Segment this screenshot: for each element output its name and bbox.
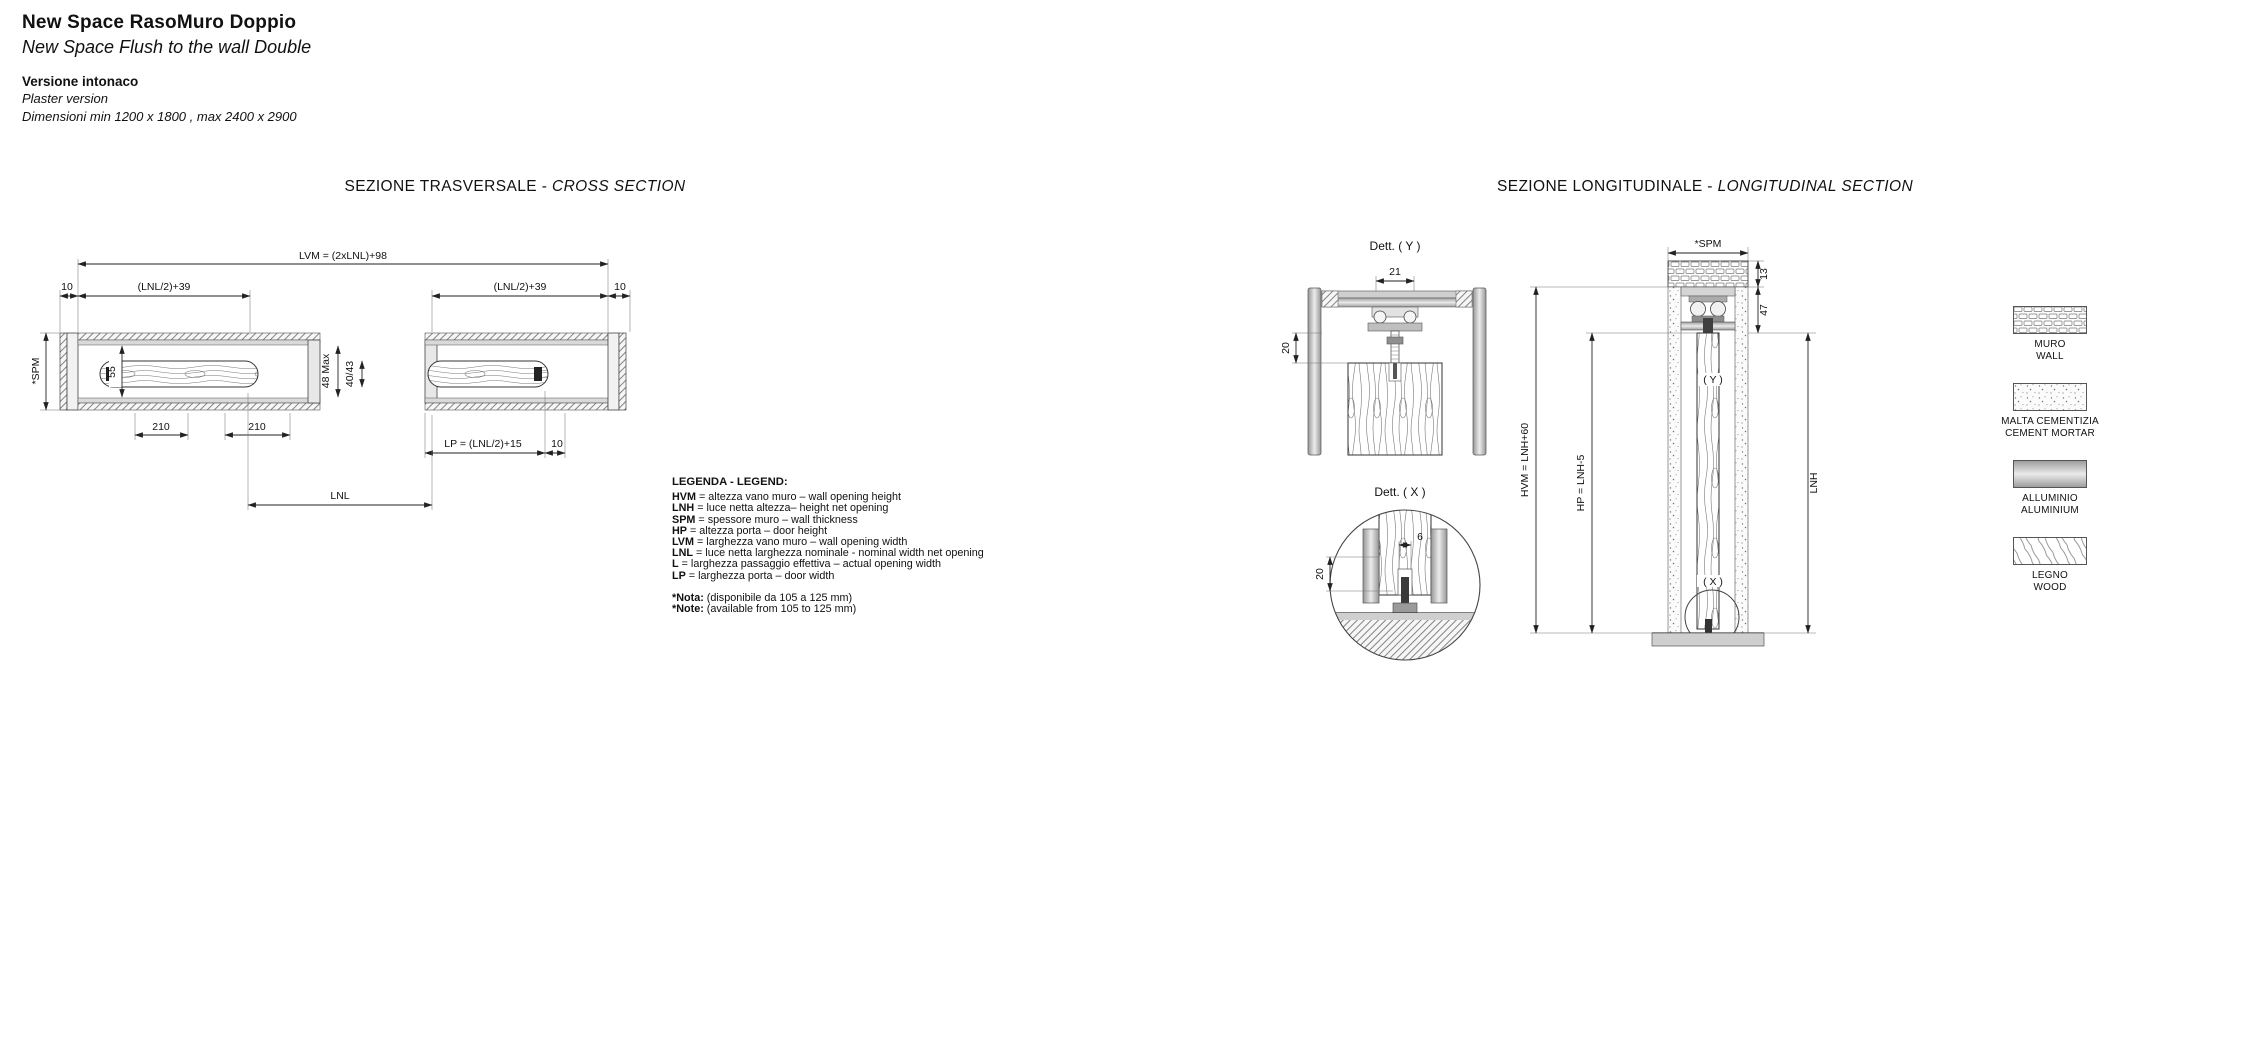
material-item-wall: MURO WALL xyxy=(1968,306,2132,363)
detail-x: Dett. ( X ) 6 20 xyxy=(1314,485,1481,661)
lintel-wall xyxy=(1667,260,1749,288)
dim-label-spm-long: *SPM xyxy=(1695,238,1722,250)
material-label-it: MURO xyxy=(2034,339,2066,350)
dim-label-20-y: 20 xyxy=(1280,342,1292,354)
dim-label-20-x: 20 xyxy=(1314,568,1326,580)
longitudinal-section-drawing: Dett. ( Y ) 21 xyxy=(1280,238,1820,661)
dim-label-4043: 40/43 xyxy=(344,361,356,387)
page-subtitle: New Space Flush to the wall Double xyxy=(22,37,312,57)
legend-block: LEGENDA - LEGEND: HVM = altezza vano mur… xyxy=(672,476,984,616)
dim-label-10-left: 10 xyxy=(61,281,73,293)
dim-label-21: 21 xyxy=(1389,266,1401,278)
dim-label-hvm: HVM = LNH+60 xyxy=(1519,423,1531,497)
legend-item: LNH = luce netta altezza– height net ope… xyxy=(672,502,889,515)
detail-y-title: Dett. ( Y ) xyxy=(1370,239,1421,253)
legend-nota-it: *Nota: (disponibile da 105 a 125 mm) xyxy=(672,591,853,604)
legend-item: LVM = larghezza vano muro – wall opening… xyxy=(672,536,908,549)
material-item-aluminium: ALLUMINIO ALUMINIUM xyxy=(1968,460,2132,517)
dim-label-half-right: (LNL/2)+39 xyxy=(494,281,547,293)
dim-label-47: 47 xyxy=(1758,304,1770,316)
material-label-en: WOOD xyxy=(2033,582,2067,593)
cross-section-drawing: LVM = (2xLNL)+98 10 (LNL/2)+39 (LNL/2)+3… xyxy=(30,250,631,510)
main-vertical-section: *SPM ( Y ) ( X ) xyxy=(1519,238,1820,647)
material-label-en: WALL xyxy=(2036,351,2064,362)
aluminium-swatch-icon xyxy=(2013,460,2087,488)
wood-swatch-icon xyxy=(2013,537,2087,565)
right-pocket-structure xyxy=(424,332,627,411)
dim-label-10-lp: 10 xyxy=(551,438,563,450)
dim-label-210-a: 210 xyxy=(152,421,170,433)
page-title: New Space RasoMuro Doppio xyxy=(22,12,297,33)
roller-wheel xyxy=(1373,310,1387,324)
material-label-it: LEGNO xyxy=(2031,570,2068,581)
legend-item: LNL = luce netta larghezza nominale - no… xyxy=(672,547,984,560)
left-pocket-structure xyxy=(59,332,321,411)
main-floor-guide xyxy=(1705,619,1712,633)
material-label-en: CEMENT MORTAR xyxy=(2005,428,2095,439)
dim-label-lnl: LNL xyxy=(330,490,349,502)
dim-label-lp: LP = (LNL/2)+15 xyxy=(444,438,522,450)
legend-item: HVM = altezza vano muro – wall opening h… xyxy=(672,491,901,504)
legend-item: HP = altezza porta – door height xyxy=(672,524,828,537)
cross-section-title: SEZIONE TRASVERSALE - CROSS SECTION xyxy=(344,178,685,196)
material-label-en: ALUMINIUM xyxy=(2021,505,2079,516)
legend-item: SPM = spessore muro – wall thickness xyxy=(672,513,858,526)
materials-legend: MURO WALL MALTA CEMENTIZIA CEMENT MORTAR… xyxy=(1968,306,2132,614)
wall-swatch-icon xyxy=(2013,306,2087,334)
mortar-swatch-icon xyxy=(2013,383,2087,411)
version-label-en: Plaster version xyxy=(22,91,108,106)
main-track-assembly xyxy=(1680,286,1736,333)
dim-label-hp: HP = LNH-5 xyxy=(1575,454,1587,511)
detail-y-track xyxy=(1321,290,1473,364)
dim-label-13: 13 xyxy=(1758,268,1770,280)
dim-label-6: 6 xyxy=(1417,531,1423,543)
legend-item: L = larghezza passaggio effettiva – actu… xyxy=(672,558,942,571)
longitudinal-section-title-it: SEZIONE LONGITUDINALE - xyxy=(1496,178,1718,195)
right-door-edge-pad xyxy=(534,367,542,381)
longitudinal-section-title: SEZIONE LONGITUDINALE - LONGITUDINAL SEC… xyxy=(1497,178,1913,196)
left-door-panel xyxy=(99,360,259,388)
dim-label-55: 55 xyxy=(106,366,118,378)
ref-label-x: ( X ) xyxy=(1703,576,1723,588)
roller-wheel xyxy=(1403,310,1417,324)
cross-section-title-en: CROSS SECTION xyxy=(551,178,686,195)
floor-slab xyxy=(1651,632,1765,647)
wall-strip-right xyxy=(1734,286,1749,634)
dimensions-range: Dimensioni min 1200 x 1800 , max 2400 x … xyxy=(22,109,297,124)
dim-label-10-right: 10 xyxy=(614,281,626,293)
dim-label-half-left: (LNL/2)+39 xyxy=(138,281,191,293)
material-item-wood: LEGNO WOOD xyxy=(1968,537,2132,594)
material-label-it: MALTA CEMENTIZIA xyxy=(2001,416,2099,427)
detail-x-title: Dett. ( X ) xyxy=(1374,485,1425,499)
version-label-it: Versione intonaco xyxy=(22,74,139,89)
cross-section-title-it: SEZIONE TRASVERSALE - xyxy=(344,178,552,195)
header: New Space RasoMuro Doppio New Space Flus… xyxy=(22,12,311,124)
detail-y: Dett. ( Y ) 21 xyxy=(1280,239,1487,456)
legend-item: LP = larghezza porta – door width xyxy=(672,569,835,582)
ref-label-y: ( Y ) xyxy=(1703,374,1722,386)
dim-label-210-b: 210 xyxy=(248,421,266,433)
dim-label-lnh: LNH xyxy=(1808,472,1820,493)
dim-label-48max: 48 Max xyxy=(320,353,332,388)
material-label-it: ALLUMINIO xyxy=(2022,493,2078,504)
legend-title: LEGENDA - LEGEND: xyxy=(672,476,788,488)
wall-strip-left xyxy=(1667,286,1682,634)
legend-note-en: *Note: (available from 105 to 125 mm) xyxy=(672,603,857,616)
right-door-panel xyxy=(427,360,549,388)
dim-label-spm-cross: *SPM xyxy=(30,358,42,385)
lock-nut xyxy=(1386,336,1404,345)
material-item-mortar: MALTA CEMENTIZIA CEMENT MORTAR xyxy=(1968,383,2132,440)
floor-guide xyxy=(1401,577,1409,611)
dim-label-lvm: LVM = (2xLNL)+98 xyxy=(299,250,387,262)
longitudinal-section-title-en: LONGITUDINAL SECTION xyxy=(1717,178,1914,195)
